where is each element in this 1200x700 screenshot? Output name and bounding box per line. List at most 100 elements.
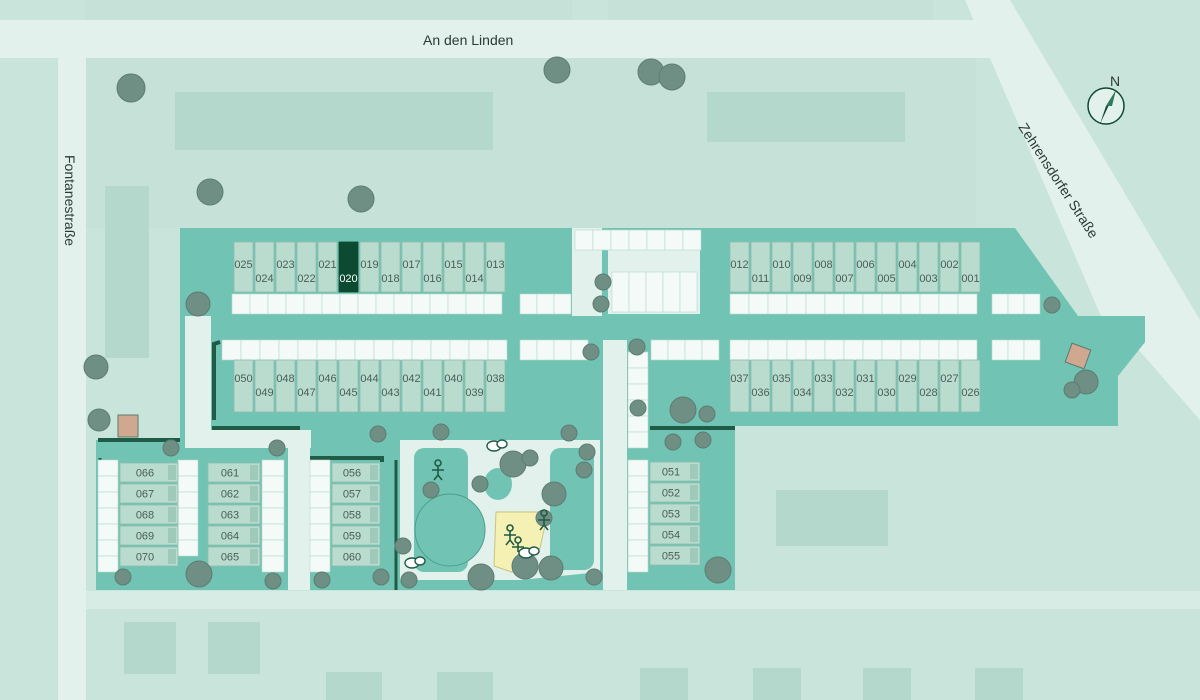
unit-059[interactable]: 059 [331, 525, 381, 546]
unit-050[interactable]: 050 [233, 359, 254, 413]
unit-outline [317, 359, 338, 413]
unit-058[interactable]: 058 [331, 504, 381, 525]
unit-036[interactable]: 036 [750, 359, 771, 413]
parking-strips [97, 229, 1041, 573]
bin-shelter [1064, 342, 1092, 370]
unit-005[interactable]: 005 [876, 241, 897, 293]
unit-042[interactable]: 042 [401, 359, 422, 413]
unit-064[interactable]: 064 [207, 525, 261, 546]
unit-001[interactable]: 001 [960, 241, 981, 293]
unit-060[interactable]: 060 [331, 546, 381, 567]
unit-016[interactable]: 016 [422, 241, 443, 293]
unit-007[interactable]: 007 [834, 241, 855, 293]
unit-032[interactable]: 032 [834, 359, 855, 413]
unit-051[interactable]: 051 [649, 461, 701, 482]
unit-057[interactable]: 057 [331, 483, 381, 504]
unit-063[interactable]: 063 [207, 504, 261, 525]
unit-068[interactable]: 068 [119, 504, 179, 525]
road-zehrensdorfer-strasse [965, 0, 1200, 420]
unit-number-label: 015 [444, 259, 462, 271]
unit-047[interactable]: 047 [296, 359, 317, 413]
unit-026[interactable]: 026 [960, 359, 981, 413]
parking-space [628, 271, 647, 313]
unit-054[interactable]: 054 [649, 524, 701, 545]
unit-number-label: 060 [343, 552, 361, 564]
unit-008[interactable]: 008 [813, 241, 834, 293]
unit-033[interactable]: 033 [813, 359, 834, 413]
unit-041[interactable]: 041 [422, 359, 443, 413]
unit-046[interactable]: 046 [317, 359, 338, 413]
unit-002[interactable]: 002 [939, 241, 960, 293]
unit-053[interactable]: 053 [649, 503, 701, 524]
parking-space [392, 339, 413, 361]
parking-space [373, 339, 394, 361]
unit-010[interactable]: 010 [771, 241, 792, 293]
unit-062[interactable]: 062 [207, 483, 261, 504]
unit-outline [918, 241, 939, 293]
unit-067[interactable]: 067 [119, 483, 179, 504]
unit-006[interactable]: 006 [855, 241, 876, 293]
unit-023[interactable]: 023 [275, 241, 296, 293]
unit-034[interactable]: 034 [792, 359, 813, 413]
unit-number-label: 064 [221, 531, 239, 543]
unit-052[interactable]: 052 [649, 482, 701, 503]
unit-number-label: 066 [136, 468, 154, 480]
unit-003[interactable]: 003 [918, 241, 939, 293]
unit-043[interactable]: 043 [380, 359, 401, 413]
unit-014[interactable]: 014 [464, 241, 485, 293]
unit-020[interactable]: 020 [338, 241, 359, 293]
unit-040[interactable]: 040 [443, 359, 464, 413]
unit-024[interactable]: 024 [254, 241, 275, 293]
unit-outline [119, 483, 179, 504]
unit-038[interactable]: 038 [485, 359, 506, 413]
unit-019[interactable]: 019 [359, 241, 380, 293]
unit-outline [834, 241, 855, 293]
unit-044[interactable]: 044 [359, 359, 380, 413]
unit-049[interactable]: 049 [254, 359, 275, 413]
unit-039[interactable]: 039 [464, 359, 485, 413]
parking-space [646, 229, 666, 251]
unit-048[interactable]: 048 [275, 359, 296, 413]
tree-icon [422, 481, 440, 499]
unit-annex [250, 465, 258, 480]
unit-027[interactable]: 027 [939, 359, 960, 413]
unit-028[interactable]: 028 [918, 359, 939, 413]
unit-069[interactable]: 069 [119, 525, 179, 546]
unit-017[interactable]: 017 [401, 241, 422, 293]
unit-035[interactable]: 035 [771, 359, 792, 413]
unit-056[interactable]: 056 [331, 462, 381, 483]
unit-061[interactable]: 061 [207, 462, 261, 483]
unit-065[interactable]: 065 [207, 546, 261, 567]
unit-011[interactable]: 011 [750, 241, 771, 293]
unit-outline [207, 462, 261, 483]
unit-012[interactable]: 012 [729, 241, 750, 293]
unit-021[interactable]: 021 [317, 241, 338, 293]
unit-066[interactable]: 066 [119, 462, 179, 483]
unit-annex [690, 548, 698, 563]
unit-015[interactable]: 015 [443, 241, 464, 293]
tree-icon [694, 431, 712, 449]
unit-055[interactable]: 055 [649, 545, 701, 566]
unit-013[interactable]: 013 [485, 241, 506, 293]
unit-031[interactable]: 031 [855, 359, 876, 413]
unit-029[interactable]: 029 [897, 359, 918, 413]
unit-070[interactable]: 070 [119, 546, 179, 567]
unit-022[interactable]: 022 [296, 241, 317, 293]
unit-outline [876, 241, 897, 293]
unit-outline [317, 241, 338, 293]
parking-space [303, 293, 323, 315]
unit-number-label: 046 [318, 373, 336, 385]
unit-004[interactable]: 004 [897, 241, 918, 293]
unit-025[interactable]: 025 [233, 241, 254, 293]
unit-018[interactable]: 018 [380, 241, 401, 293]
unit-037[interactable]: 037 [729, 359, 750, 413]
parking-space [1007, 339, 1025, 361]
unit-045[interactable]: 045 [338, 359, 359, 413]
unit-009[interactable]: 009 [792, 241, 813, 293]
unit-030[interactable]: 030 [876, 359, 897, 413]
unit-outline [275, 359, 296, 413]
unit-outline [331, 483, 381, 504]
parking-space [519, 293, 538, 315]
unit-number-label: 011 [752, 273, 770, 285]
parking-space [309, 539, 331, 557]
